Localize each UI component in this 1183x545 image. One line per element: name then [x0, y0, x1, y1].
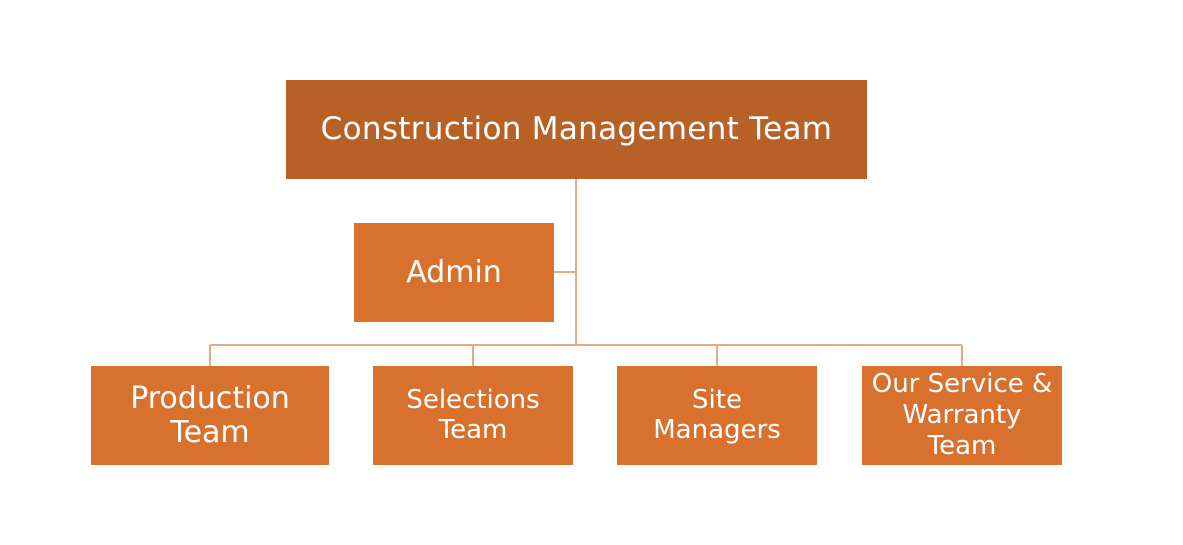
service-warranty-team-label: Our Service & Warranty Team [871, 368, 1053, 462]
construction-management-team-label: Construction Management Team [320, 111, 833, 148]
production-team-label: Production Team [130, 380, 290, 450]
construction-management-team-box: Construction Management Team [286, 80, 867, 179]
site-managers-label: Site Managers [653, 385, 781, 445]
selections-team-label: Selections Team [406, 385, 540, 445]
production-team-box: Production Team [91, 366, 329, 465]
service-warranty-team-box: Our Service & Warranty Team [862, 366, 1062, 465]
selections-team-box: Selections Team [373, 366, 573, 465]
admin-box: Admin [354, 223, 554, 322]
site-managers-box: Site Managers [617, 366, 817, 465]
admin-label: Admin [406, 254, 502, 290]
